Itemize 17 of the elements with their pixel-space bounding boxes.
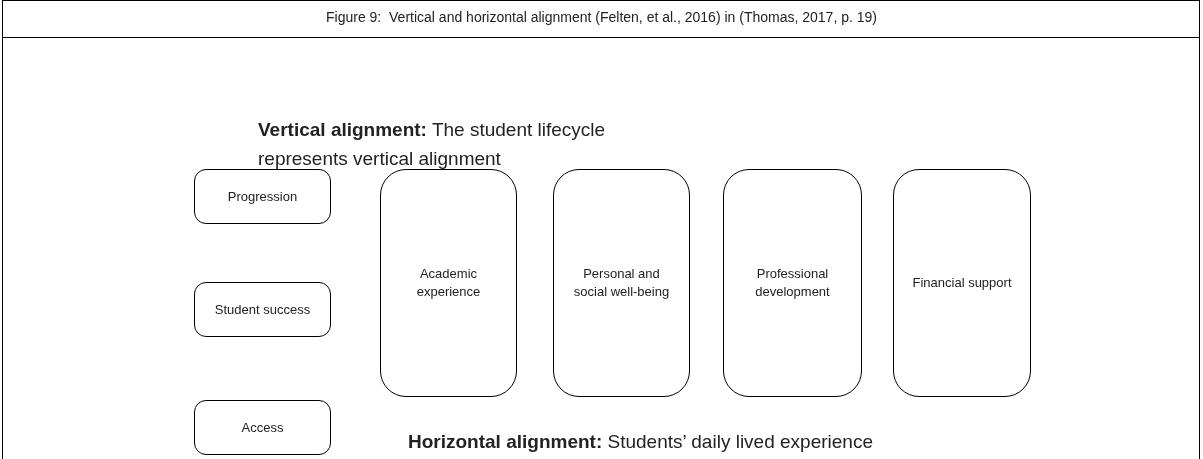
- category-box: [380, 169, 517, 397]
- figure-title: Figure 9: Vertical and horizontal alignment (Felten, et al., 2016) in (Thomas, 2017, p. 19): [325, 9, 878, 25]
- box-text: Access: [241, 418, 284, 437]
- box-text: Progression: [227, 187, 298, 206]
- stage-box: [194, 169, 331, 224]
- heading-text: Vertical alignment: The student lifecycle represents vertical alignment: [258, 118, 607, 171]
- stage-box: [194, 282, 331, 337]
- box-text: Academic experience: [415, 265, 482, 301]
- category-box: [553, 169, 690, 397]
- category-box: [893, 169, 1031, 397]
- box-text: Personal and social well-being: [572, 265, 671, 301]
- box-text: Student success: [214, 300, 311, 319]
- category-box: [723, 169, 862, 397]
- heading-text: Horizontal alignment: Students’ daily lived experience: [408, 430, 873, 454]
- box-text: Financial support: [912, 274, 1012, 292]
- box-text: Professional development: [754, 265, 831, 301]
- stage-box: [194, 400, 331, 455]
